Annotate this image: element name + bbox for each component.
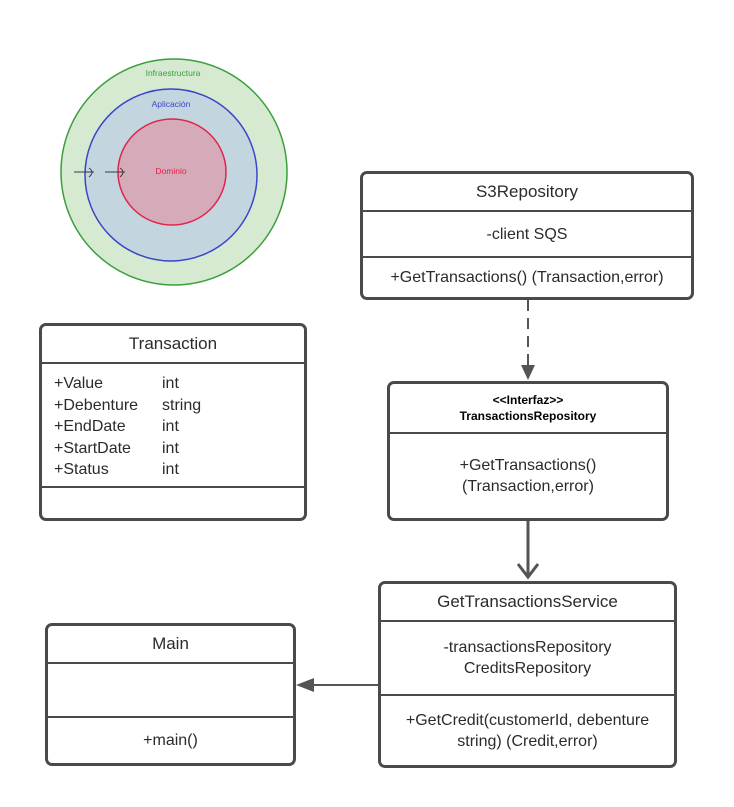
- class-main-attributes: [48, 662, 293, 716]
- class-s3-repository-title: S3Repository: [475, 182, 579, 201]
- ring-label-infraestructura: Infraestructura: [146, 68, 201, 78]
- class-service-title: GetTransactionsService: [437, 592, 618, 611]
- class-s3-repository-attribute: -client SQS: [363, 210, 691, 256]
- interface-title: TransactionsRepository: [459, 409, 597, 423]
- class-main-method: +main(): [48, 716, 293, 763]
- class-s3-repository[interactable]: S3Repository -client SQS +GetTransaction…: [360, 171, 694, 300]
- class-get-transactions-service[interactable]: GetTransactionsService -transactionsRepo…: [378, 581, 677, 768]
- class-main[interactable]: Main +main(): [45, 623, 296, 766]
- ring-label-aplicacion: Aplicación: [152, 99, 191, 109]
- class-main-title: Main: [152, 634, 189, 653]
- association-connector: [296, 678, 378, 692]
- dependency-connector: [516, 521, 540, 580]
- interface-transactions-repository[interactable]: <<Interfaz>> TransactionsRepository +Get…: [387, 381, 669, 521]
- interface-stereotype: <<Interfaz>>: [492, 393, 564, 407]
- interface-method: +GetTransactions() (Transaction,error): [390, 432, 666, 518]
- ring-label-dominio: Dominio: [155, 166, 186, 176]
- realization-connector: [521, 300, 535, 380]
- class-transaction-methods: [42, 486, 304, 518]
- class-service-methods: +GetCredit(customerId, debenture string)…: [381, 694, 674, 765]
- class-transaction-title: Transaction: [128, 334, 218, 353]
- dependency-arrow-icon: [74, 167, 125, 178]
- class-s3-repository-method: +GetTransactions() (Transaction,error): [363, 256, 691, 297]
- interface-header: <<Interfaz>> TransactionsRepository: [390, 384, 666, 432]
- class-service-attributes: -transactionsRepository CreditsRepositor…: [381, 620, 674, 694]
